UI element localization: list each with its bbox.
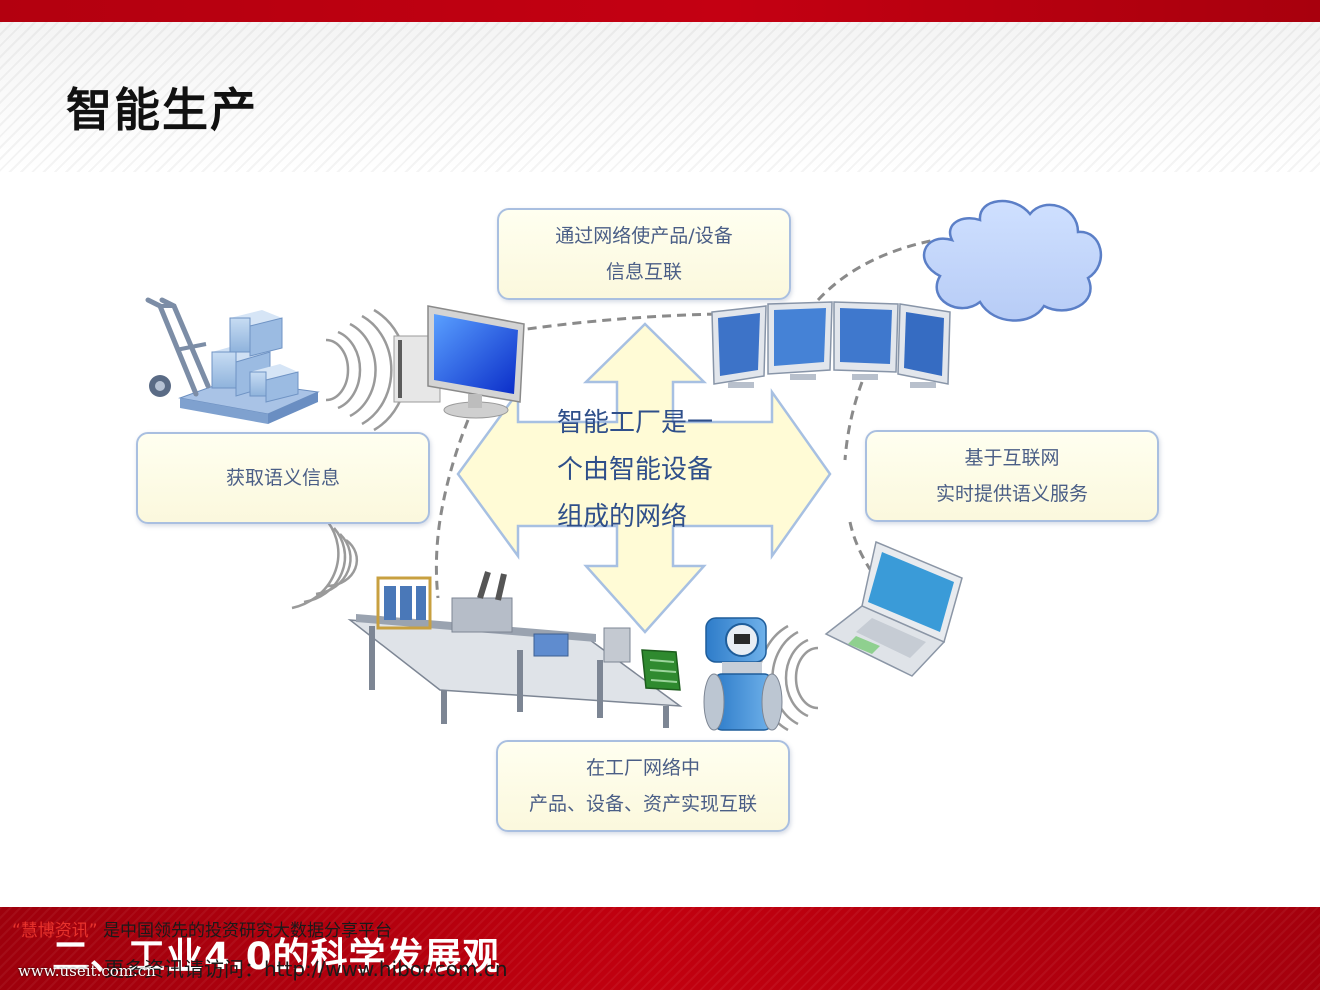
info-box-bottom-line2: 产品、设备、资产实现互联 — [528, 793, 757, 815]
site-watermark: www.useit.com.cn — [18, 962, 156, 980]
watermark-line-2: 更多资讯请访问：http://www.hibor.com.cn — [104, 957, 508, 981]
info-box-bottom-line1: 在工厂网络中 — [585, 757, 700, 779]
wireless-signal-icon — [291, 521, 359, 610]
hand-truck-boxes-icon — [145, 297, 320, 424]
factory-production-line-icon — [347, 571, 683, 728]
flow-meter-device-icon — [703, 617, 783, 731]
info-box-top-line1: 通过网络使产品/设备 — [555, 225, 733, 247]
footer-section-title: 二、工业4.0的科学发展观 — [52, 935, 501, 978]
center-caption-line2: 个由智能设备 — [557, 455, 714, 485]
watermark-brand: “慧博资讯” — [12, 921, 98, 941]
server-monitors-icon — [711, 301, 951, 388]
info-box-bottom: 在工厂网络中 产品、设备、资产实现互联 — [496, 740, 790, 832]
desktop-computer-icon — [393, 305, 525, 419]
watermark-text: 是中国领先的投资研究大数据分享平台 — [97, 921, 393, 941]
wireless-signal-icon — [325, 308, 409, 432]
four-way-arrow-icon — [456, 322, 832, 634]
cloud-icon — [922, 199, 1103, 322]
info-box-top: 通过网络使产品/设备 信息互联 — [497, 208, 791, 300]
info-box-right-line1: 基于互联网 — [964, 447, 1060, 469]
center-caption-line3: 组成的网络 — [557, 502, 688, 532]
header-band — [0, 22, 1320, 172]
info-box-right: 基于互联网 实时提供语义服务 — [865, 430, 1159, 522]
center-caption: 智能工厂是一 个由智能设备 组成的网络 — [557, 400, 757, 541]
top-accent-bar — [0, 0, 1320, 22]
page-title: 智能生产 — [66, 83, 258, 137]
info-box-left-line1: 获取语义信息 — [225, 467, 340, 489]
info-box-left: 获取语义信息 — [136, 432, 430, 524]
watermark-line-1: “慧博资讯” 是中国领先的投资研究大数据分享平台 — [12, 916, 392, 941]
center-caption-line1: 智能工厂是一 — [557, 408, 714, 438]
info-box-right-line2: 实时提供语义服务 — [935, 483, 1088, 505]
laptop-icon — [824, 540, 963, 677]
footer-bar — [0, 907, 1320, 990]
info-box-top-line2: 信息互联 — [605, 261, 682, 283]
